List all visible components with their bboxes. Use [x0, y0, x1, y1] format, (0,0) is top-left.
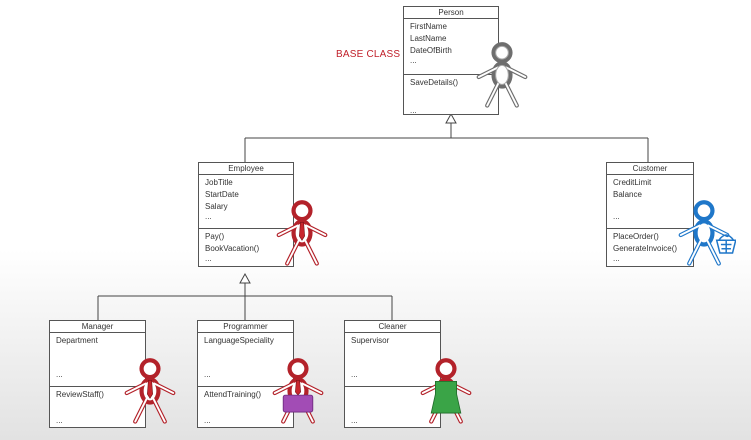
attribute: JobTitle: [205, 178, 233, 187]
attributes-section: JobTitle StartDate Salary ...: [199, 175, 293, 229]
tie-icon: [147, 379, 153, 399]
attributes-section: FirstName LastName DateOfBirth ...: [404, 19, 498, 75]
methods-section: ReviewStaff() ...: [50, 387, 145, 426]
method: SaveDetails(): [410, 78, 459, 87]
person-figure-icon: [476, 42, 528, 108]
attribute: ...: [410, 56, 417, 65]
method: AttendTraining(): [204, 390, 262, 399]
manager-figure-icon: [124, 358, 176, 424]
attribute: LanguageSpeciality: [204, 336, 274, 345]
class-name: Customer: [607, 163, 693, 175]
class-cleaner: Cleaner Supervisor ... ...: [344, 320, 441, 428]
attributes-section: Supervisor ...: [345, 333, 440, 387]
attribute: ...: [351, 370, 358, 379]
customer-figure-icon: [678, 200, 736, 266]
method: ...: [204, 416, 211, 425]
method: ...: [613, 254, 620, 263]
attribute: StartDate: [205, 190, 239, 199]
class-name: Employee: [199, 163, 293, 175]
programmer-figure-icon: [272, 358, 324, 424]
methods-section: SaveDetails() ...: [404, 75, 498, 116]
attributes-section: CreditLimit Balance ...: [607, 175, 693, 229]
employee-figure-icon: [276, 200, 328, 266]
method: ...: [205, 254, 212, 263]
attribute: LastName: [410, 34, 447, 43]
attribute: Supervisor: [351, 336, 390, 345]
attribute: Salary: [205, 202, 228, 211]
class-name: Cleaner: [345, 321, 440, 333]
basket-icon: [715, 234, 736, 254]
attributes-section: Department ...: [50, 333, 145, 387]
method: ...: [56, 416, 63, 425]
attributes-section: LanguageSpeciality ...: [198, 333, 293, 387]
inheritance-arrow-employee: [239, 272, 251, 284]
class-name: Person: [404, 7, 498, 19]
attribute: ...: [205, 212, 212, 221]
class-name: Programmer: [198, 321, 293, 333]
methods-section: ...: [345, 387, 440, 426]
method: PlaceOrder(): [613, 232, 659, 241]
attribute: CreditLimit: [613, 178, 652, 187]
tie-icon: [299, 221, 305, 241]
method: BookVacation(): [205, 244, 260, 253]
method: GenerateInvoice(): [613, 244, 678, 253]
attribute: FirstName: [410, 22, 447, 31]
cleaner-figure-icon: [420, 358, 472, 424]
base-class-label: BASE CLASS: [336, 49, 401, 60]
attribute: ...: [56, 370, 63, 379]
tie-icon: [295, 379, 301, 396]
method: ReviewStaff(): [56, 390, 104, 399]
attribute: Balance: [613, 190, 642, 199]
method: ...: [351, 416, 358, 425]
methods-section: PlaceOrder() GenerateInvoice() ...: [607, 229, 693, 264]
attribute: ...: [204, 370, 211, 379]
attribute: Department: [56, 336, 98, 345]
class-programmer: Programmer LanguageSpeciality ... Attend…: [197, 320, 294, 428]
methods-section: Pay() BookVacation() ...: [199, 229, 293, 264]
attribute: ...: [613, 212, 620, 221]
attribute: DateOfBirth: [410, 46, 452, 55]
laptop-icon: [282, 394, 314, 413]
class-customer: Customer CreditLimit Balance ... PlaceOr…: [606, 162, 694, 267]
apron-icon: [430, 380, 462, 414]
method: Pay(): [205, 232, 225, 241]
methods-section: AttendTraining() ...: [198, 387, 293, 426]
class-employee: Employee JobTitle StartDate Salary ... P…: [198, 162, 294, 267]
class-name: Manager: [50, 321, 145, 333]
inheritance-arrow-person: [445, 112, 457, 124]
method: ...: [410, 106, 417, 115]
